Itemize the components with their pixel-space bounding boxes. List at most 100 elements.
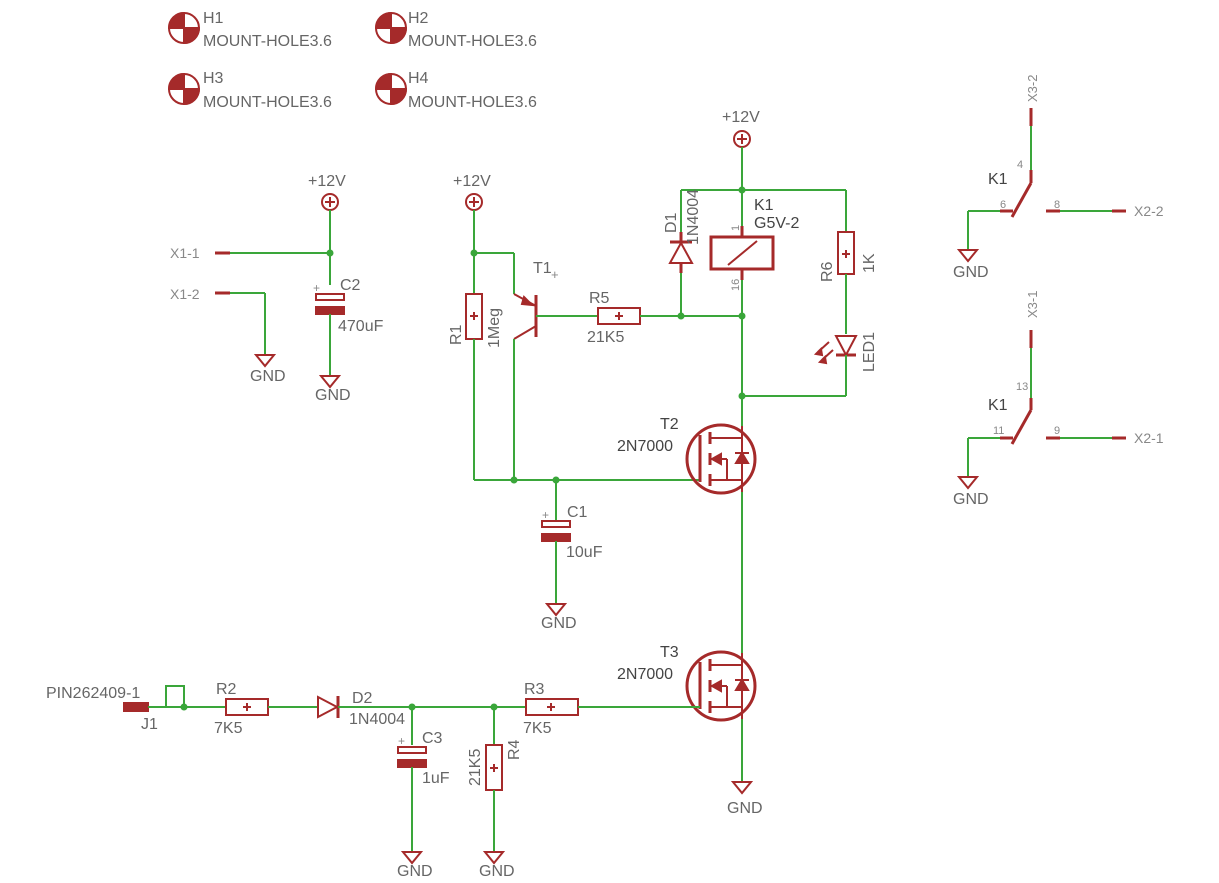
resistor-r5: R5 21K5 — [587, 290, 641, 346]
gnd-symbol-r4: GND — [479, 851, 515, 880]
r5-ref: R5 — [589, 290, 610, 307]
resistor-r1: R1 1Meg — [448, 293, 503, 348]
resistor-r6: R6 1K — [819, 231, 878, 282]
svg-text:+12V: +12V — [722, 109, 760, 126]
relay-contact-b: X3-1 13 K1 11 GND 9 X2-1 — [953, 291, 1164, 508]
r2-ref: R2 — [216, 681, 237, 698]
k1-pin-1: 1 — [730, 225, 742, 231]
j1-ref: J1 — [141, 716, 158, 733]
svg-text:K1: K1 — [988, 397, 1008, 414]
mosfet-t3: T3 2N7000 — [617, 644, 757, 722]
h2-ref: H2 — [408, 10, 429, 27]
svg-text:GND: GND — [315, 387, 351, 404]
c1-ref: C1 — [567, 504, 588, 521]
r2-value: 7K5 — [214, 720, 243, 737]
t3-ref: T3 — [660, 644, 679, 661]
resistor-r2: R2 7K5 — [214, 681, 269, 737]
d2-value: 1N4004 — [349, 711, 405, 728]
h4-value: MOUNT-HOLE3.6 — [408, 94, 537, 111]
r3-ref: R3 — [524, 681, 545, 698]
diode-d1: D1 1N4004 — [663, 189, 702, 273]
svg-text:+: + — [398, 734, 405, 748]
mount-hole-h1: H1 MOUNT-HOLE3.6 — [167, 10, 332, 50]
resistor-r3: R3 7K5 — [523, 681, 579, 737]
gnd-symbol-x1: GND — [250, 354, 286, 385]
svg-text:6: 6 — [1000, 199, 1006, 211]
svg-text:+12V: +12V — [308, 173, 346, 190]
r4-ref: R4 — [506, 739, 523, 760]
x2-1-label: X2-1 — [1134, 430, 1164, 446]
svg-text:GND: GND — [397, 863, 433, 880]
k1-value: G5V-2 — [754, 215, 799, 232]
svg-text:9: 9 — [1054, 425, 1060, 437]
x3-2-label: X3-2 — [1025, 75, 1040, 102]
mount-hole-h4: H4 MOUNT-HOLE3.6 — [374, 70, 537, 111]
svg-text:GND: GND — [953, 264, 989, 281]
svg-text:K1: K1 — [988, 171, 1008, 188]
mount-hole-h2: H2 MOUNT-HOLE3.6 — [374, 10, 537, 50]
h4-ref: H4 — [408, 70, 429, 87]
svg-text:+12V: +12V — [453, 173, 491, 190]
svg-text:8: 8 — [1054, 199, 1060, 211]
t1-ref: T1 — [533, 260, 552, 277]
gnd-symbol-c1: GND — [541, 603, 577, 632]
led1-ref: LED1 — [861, 332, 878, 372]
r5-value: 21K5 — [587, 329, 624, 346]
d2-ref: D2 — [352, 690, 373, 707]
gnd-symbol-c3: GND — [397, 851, 433, 880]
h2-value: MOUNT-HOLE3.6 — [408, 33, 537, 50]
gnd-symbol-t3: GND — [727, 781, 763, 817]
relay-coil-k1: K1 G5V-2 1 16 — [709, 197, 799, 291]
gnd-symbol-c2: GND — [315, 375, 351, 404]
resistor-r4: 21K5 R4 — [467, 739, 523, 791]
mount-hole-h3: H3 MOUNT-HOLE3.6 — [167, 70, 332, 111]
svg-text:+: + — [542, 508, 549, 522]
mosfet-t2: T2 2N7000 — [617, 416, 757, 495]
svg-text:13: 13 — [1016, 381, 1028, 393]
svg-text:+: + — [313, 281, 320, 295]
h1-ref: H1 — [203, 10, 224, 27]
x1-2-label: X1-2 — [170, 286, 200, 302]
connector-j1: PIN262409-1 J1 — [46, 685, 158, 733]
d1-value: 1N4004 — [685, 189, 702, 245]
t3-value: 2N7000 — [617, 666, 673, 683]
capacitor-c2: + C2 470uF — [313, 277, 384, 335]
h3-value: MOUNT-HOLE3.6 — [203, 94, 332, 111]
capacitor-c3: + C3 1uF — [397, 730, 450, 787]
svg-text:4: 4 — [1017, 159, 1023, 171]
c3-value: 1uF — [422, 770, 450, 787]
k1-ref: K1 — [754, 197, 774, 214]
c2-value: 470uF — [338, 318, 384, 335]
t2-ref: T2 — [660, 416, 679, 433]
h3-ref: H3 — [203, 70, 224, 87]
r1-value: 1Meg — [486, 308, 503, 348]
svg-text:11: 11 — [993, 425, 1004, 437]
c3-ref: C3 — [422, 730, 443, 747]
svg-text:GND: GND — [479, 863, 515, 880]
supply-12v-r1: +12V — [453, 173, 491, 211]
j1-value: PIN262409-1 — [46, 685, 140, 702]
relay-contact-a: X3-2 4 K1 6 GND 8 X2-2 — [953, 75, 1164, 281]
r6-value: 1K — [861, 253, 878, 273]
c1-value: 10uF — [566, 544, 603, 561]
h1-value: MOUNT-HOLE3.6 — [203, 33, 332, 50]
r1-ref: R1 — [448, 324, 465, 345]
svg-text:GND: GND — [250, 368, 286, 385]
svg-text:GND: GND — [727, 800, 763, 817]
x1-1-label: X1-1 — [170, 245, 200, 261]
svg-text:GND: GND — [541, 615, 577, 632]
r6-ref: R6 — [819, 261, 836, 282]
x2-2-label: X2-2 — [1134, 203, 1164, 219]
t2-value: 2N7000 — [617, 438, 673, 455]
svg-text:+: + — [551, 267, 559, 282]
x3-1-label: X3-1 — [1025, 291, 1040, 318]
diode-d2: D2 1N4004 — [317, 690, 405, 728]
transistor-t1: T1 + — [513, 260, 598, 340]
k1-pin-16: 16 — [730, 279, 742, 291]
r4-value: 21K5 — [467, 749, 484, 786]
d1-ref: D1 — [663, 212, 680, 233]
supply-12v-relay: +12V — [722, 109, 760, 148]
c2-ref: C2 — [340, 277, 361, 294]
r3-value: 7K5 — [523, 720, 552, 737]
